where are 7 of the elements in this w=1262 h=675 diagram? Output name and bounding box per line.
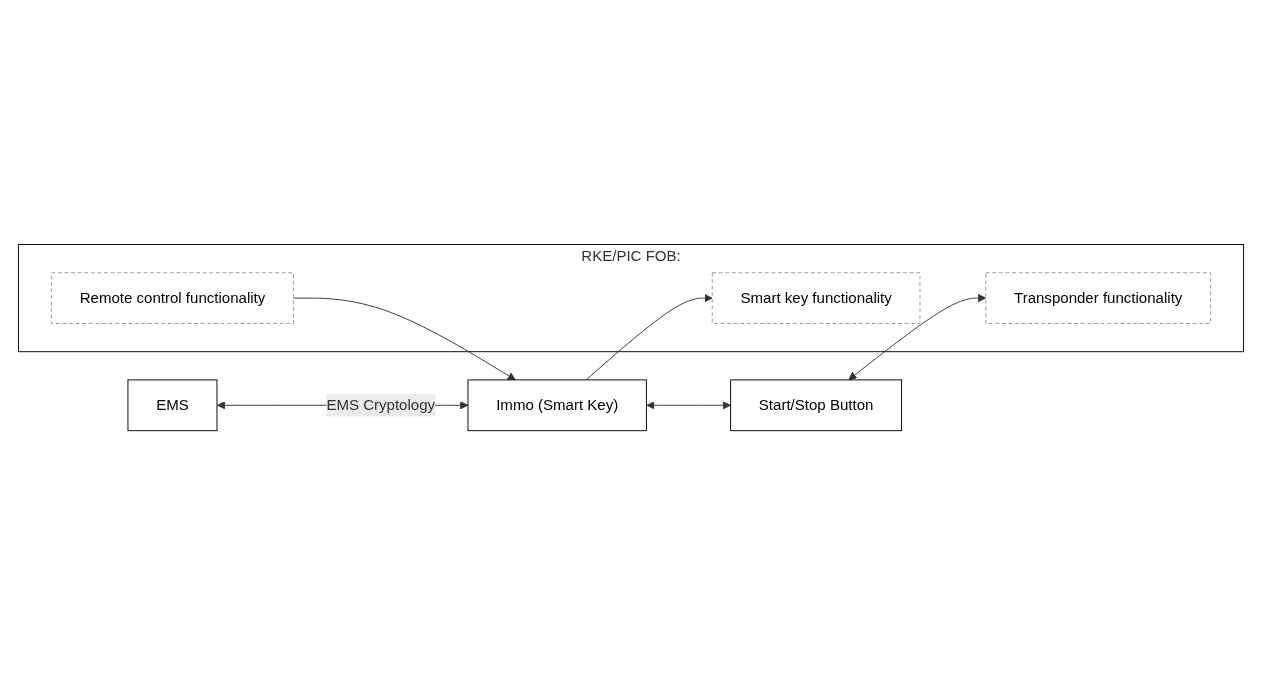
node-box: Smart key functionality [711,272,921,324]
node-box: Transponder functionality [985,272,1212,324]
edge-label: EMS Cryptology [326,396,436,413]
node-box: EMS [127,379,218,432]
node-box: Start/Stop Button [730,379,903,432]
node-box: Remote control functionality [50,272,294,324]
node-box: Immo (Smart Key) [467,379,647,432]
